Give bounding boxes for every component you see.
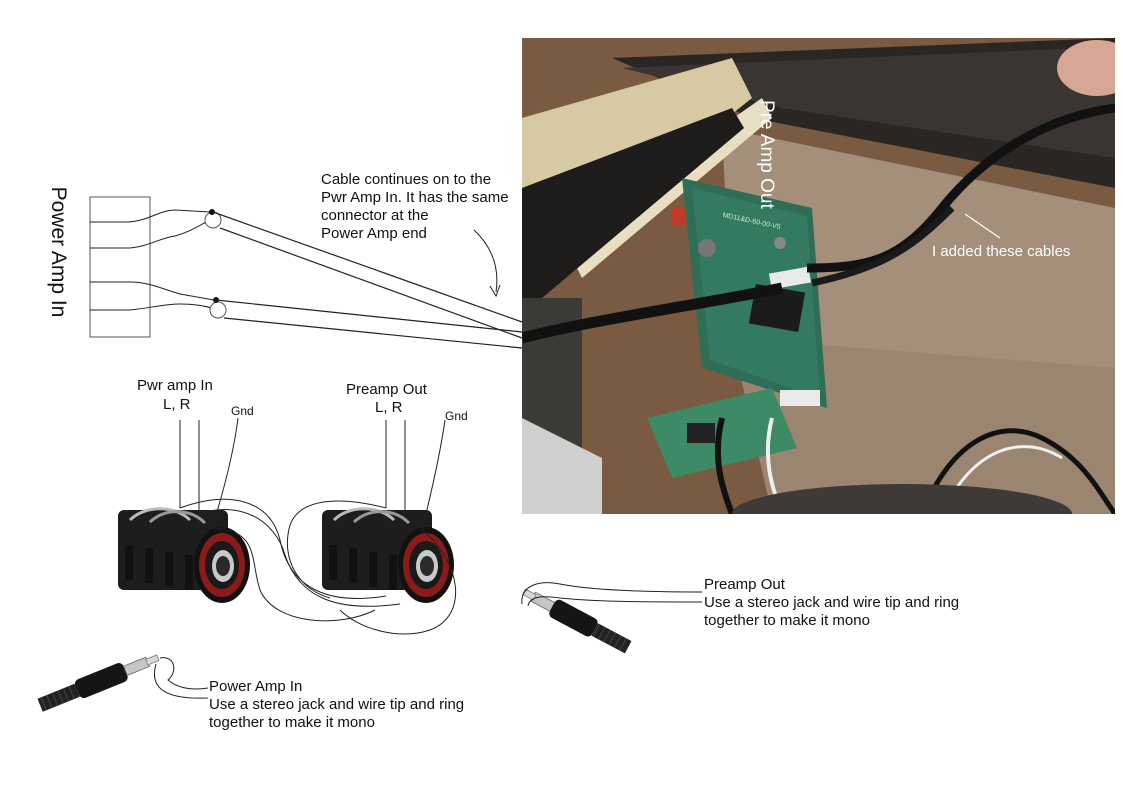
pwr-amp-in-gnd: Gnd [231, 404, 254, 418]
preamp-out-gnd: Gnd [445, 409, 468, 423]
preamp-out-lr: L, R [375, 399, 403, 416]
power-amp-in-plug [37, 654, 160, 712]
power-plug-note-line-2: Use a stereo jack and wire tip and ring [209, 696, 465, 713]
cable-note-line-1: Cable continues on to the [321, 171, 492, 188]
pwr-amp-in-jack [118, 507, 250, 603]
cable-note-line-4: Power Amp end [321, 225, 427, 242]
cable-note-line-3: connector at the [321, 207, 429, 224]
added-cables-label: I added these cables [932, 243, 1071, 260]
preamp-plug-note-line-1: Preamp Out [704, 576, 785, 593]
preamp-plug-note: Preamp Out Use a stereo jack and wire ti… [704, 576, 959, 630]
photo-illustration [522, 38, 1115, 514]
power-plug-note-line-3: together to make it mono [209, 714, 375, 731]
terminal-box [89, 196, 151, 338]
preamp-out-plug [522, 588, 632, 654]
preamp-plug-note-line-2: Use a stereo jack and wire tip and ring [704, 594, 960, 611]
amp-interior-photo: Pre Amp Out I added these cables MD11&D-… [522, 38, 1115, 514]
preamp-plug-note-line-3: together to make it mono [704, 612, 870, 629]
power-plug-note: Power Amp In Use a stereo jack and wire … [209, 678, 464, 732]
cable-note: Cable continues on to the Pwr Amp In. It… [321, 171, 509, 243]
pwr-amp-in-title: Pwr amp In [137, 377, 213, 394]
preamp-out-title: Preamp Out [346, 381, 427, 398]
cable-note-line-2: Pwr Amp In. It has the same [321, 189, 509, 206]
power-plug-note-line-1: Power Amp In [209, 678, 303, 695]
pwr-amp-in-lr: L, R [163, 396, 191, 413]
preamp-out-jack [322, 507, 454, 603]
